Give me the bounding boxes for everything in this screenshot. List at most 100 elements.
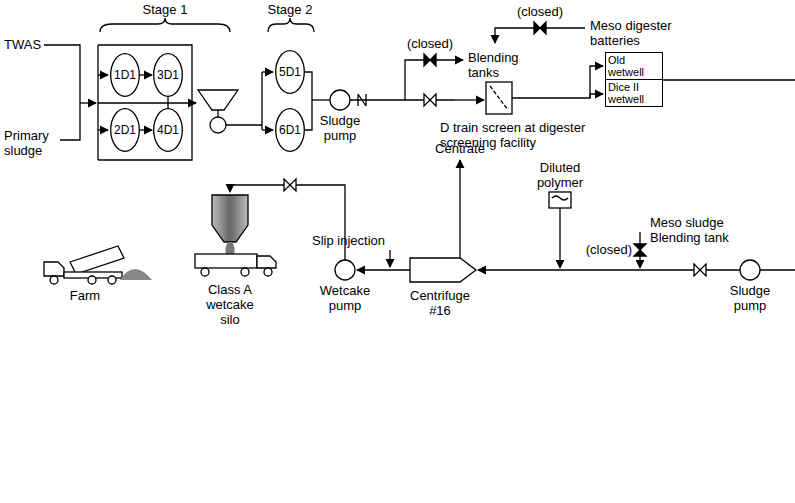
wetcake-stream: [225, 242, 234, 254]
digester-ellipse: 5D1: [275, 50, 305, 94]
ellipse-outline: [154, 109, 183, 152]
pipe: [226, 124, 262, 125]
pipe: [305, 72, 312, 130]
screen-symbol: [486, 82, 512, 114]
pipe: [455, 99, 484, 100]
valve-note: (closed): [510, 4, 570, 19]
node-text: 2D1: [114, 124, 136, 137]
silo-label: Class A wetcake silo: [195, 282, 265, 327]
truck: [257, 256, 276, 268]
dump-truck: [44, 262, 64, 276]
flow-arrow: [140, 74, 152, 75]
ellipse-outline: [111, 109, 140, 152]
digester-ellipse: 6D1: [275, 108, 305, 152]
digester-ellipse: 2D1: [110, 108, 140, 152]
pipe: [663, 79, 795, 80]
dump-truck: [70, 246, 124, 274]
tank-label: Blending tanks: [468, 50, 528, 80]
pipe: [357, 269, 410, 270]
valve-note: (closed): [570, 242, 632, 257]
truck-wheel: [201, 268, 209, 276]
valve-open: [424, 94, 436, 106]
pipe: [261, 72, 262, 130]
digester-ellipse: 1D1: [110, 53, 140, 97]
pipe: [98, 74, 108, 75]
valve-open: [284, 179, 296, 191]
pipe: [167, 97, 168, 103]
pump-label: Wetcake pump: [310, 283, 380, 313]
stage-bracket: [268, 18, 314, 32]
flow-arrow: [140, 129, 152, 130]
pump-label: Sludge pump: [715, 283, 785, 313]
polymer-tank: [552, 196, 568, 200]
valve-closed: [534, 22, 546, 34]
node-text: 5D1: [279, 66, 301, 79]
pipe: [495, 28, 585, 43]
stream-label: Primary sludge: [4, 128, 59, 158]
node-text: Old wetwell: [608, 54, 660, 78]
polymer-label: Diluted polymer: [530, 160, 590, 190]
pipe: [590, 94, 603, 98]
node-text: 6D1: [279, 124, 301, 137]
pump-symbol: [330, 90, 350, 110]
truck-wheel: [108, 276, 116, 284]
ellipse-outline: [276, 109, 305, 152]
node-text: Dice II wetwell: [608, 81, 660, 105]
pipe: [559, 208, 560, 268]
stage-label: Stage 1: [135, 2, 195, 17]
node-text: 3D1: [157, 69, 179, 82]
node-text: 1D1: [114, 69, 136, 82]
pipe: [60, 103, 80, 140]
pipe: [167, 103, 168, 108]
cake-pile: [120, 269, 152, 280]
pump-label: Sludge pump: [310, 113, 370, 143]
wetwell-box: Old wetwell: [605, 52, 663, 80]
ellipse-outline: [111, 54, 140, 97]
pipe: [98, 102, 196, 103]
pump-symbol: [335, 260, 355, 280]
ellipse-outline: [276, 51, 305, 94]
valve-closed: [634, 244, 646, 256]
centrifuge-label: Centrifuge #16: [400, 288, 480, 318]
pipe: [98, 129, 108, 130]
pipe: [262, 129, 273, 130]
stream-label: TWAS: [4, 37, 44, 52]
pipe: [389, 250, 390, 267]
pipe: [262, 71, 273, 72]
ellipse-outline: [154, 54, 183, 97]
digester-ellipse: 4D1: [153, 108, 183, 152]
valve-closed: [424, 54, 436, 66]
pump-symbol: [740, 260, 760, 280]
truck: [195, 254, 257, 268]
stream-label: Centrate: [430, 141, 490, 156]
pump-symbol: [210, 117, 226, 133]
pipe: [405, 60, 463, 100]
destination-label: Farm: [55, 288, 115, 303]
node-text: 4D1: [157, 124, 179, 137]
truck-wheel: [50, 276, 58, 284]
wetwell-box: Dice II wetwell: [605, 79, 663, 107]
truck-wheel: [88, 276, 96, 284]
screen-symbol: [490, 86, 508, 110]
check-valve: [358, 94, 366, 106]
stage-label: Stage 2: [260, 2, 320, 17]
pipe: [312, 99, 330, 100]
silo: [212, 195, 248, 242]
pipe: [459, 160, 460, 258]
digester-ellipse: 3D1: [153, 53, 183, 97]
pipe: [760, 269, 795, 270]
stage-bracket: [100, 18, 230, 32]
stream-label: Slip injection: [290, 233, 385, 248]
truck-wheel: [264, 268, 272, 276]
pipe: [217, 110, 218, 117]
truck-wheel: [241, 268, 249, 276]
tank-label: Meso sludge Blending tank: [650, 215, 745, 245]
pipe: [512, 66, 603, 98]
polymer-tank: [549, 192, 571, 208]
hopper: [198, 90, 238, 110]
centrifuge-symbol: [410, 258, 476, 282]
valve-note: (closed): [400, 36, 460, 51]
valve-open: [694, 264, 706, 276]
source-label: Meso digester batteries: [590, 18, 690, 48]
pipe: [44, 45, 80, 103]
